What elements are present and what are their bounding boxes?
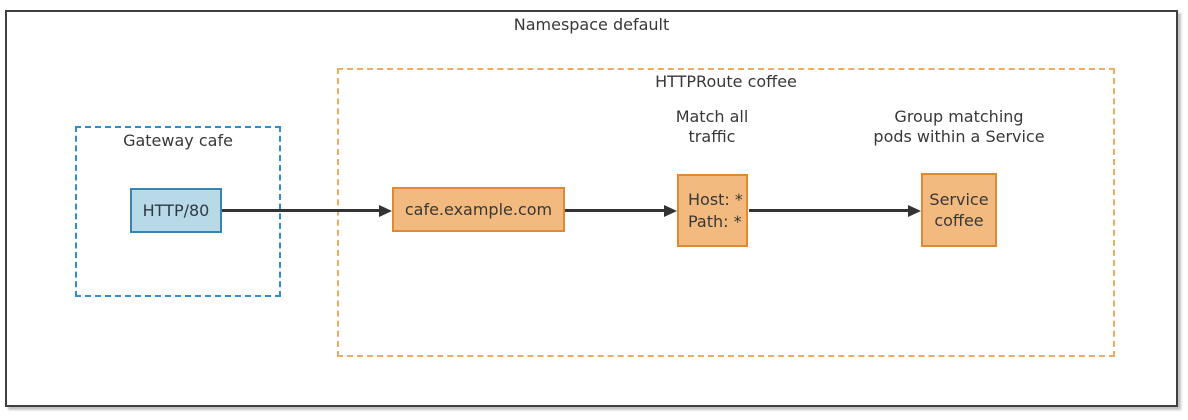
- listener-label: HTTP/80: [142, 201, 210, 220]
- arrow-line: [749, 209, 908, 212]
- arrow-hostname-to-match: [565, 204, 677, 217]
- listener-node: HTTP/80: [130, 188, 222, 233]
- arrow-head-icon: [664, 204, 677, 217]
- namespace-boundary: Namespace default HTTPRoute coffee Gatew…: [5, 10, 1178, 407]
- namespace-label: Namespace default: [513, 15, 670, 34]
- arrow-match-to-service: [749, 204, 921, 217]
- group-matching-annotation: Group matching pods within a Service: [839, 107, 1079, 147]
- match-all-annotation-line1: Match all: [675, 107, 749, 126]
- arrow-head-icon: [908, 204, 921, 217]
- group-matching-annotation-line1: Group matching: [894, 107, 1024, 126]
- arrow-line: [222, 209, 379, 212]
- httproute-boundary: HTTPRoute coffee: [337, 68, 1115, 357]
- gateway-label: Gateway cafe: [123, 131, 233, 150]
- hostname-node: cafe.example.com: [392, 187, 565, 232]
- service-node: Service coffee: [921, 173, 997, 247]
- hostname-label: cafe.example.com: [404, 200, 553, 219]
- match-all-annotation: Match all traffic: [632, 107, 792, 147]
- group-matching-annotation-line2: pods within a Service: [873, 127, 1045, 146]
- arrow-head-icon: [379, 204, 392, 217]
- match-all-annotation-line2: traffic: [688, 127, 736, 146]
- arrow-listener-to-hostname: [222, 204, 392, 217]
- httproute-label: HTTPRoute coffee: [655, 72, 797, 91]
- match-path-line: Path: *: [688, 211, 742, 231]
- service-label-line2: coffee: [934, 211, 984, 230]
- arrow-line: [565, 209, 664, 212]
- service-label-line1: Service: [929, 190, 989, 209]
- match-rule-node: Host: * Path: *: [677, 174, 748, 247]
- match-host-line: Host: *: [688, 189, 743, 209]
